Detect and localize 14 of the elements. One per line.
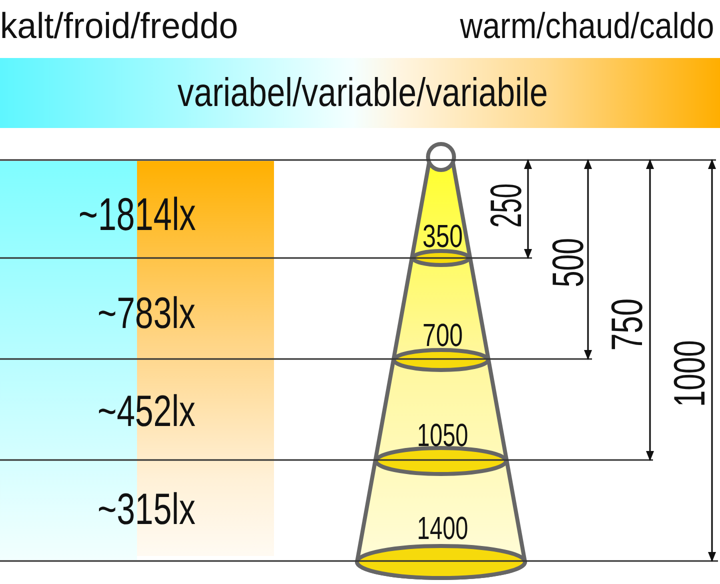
diameter-value: 350 xyxy=(422,224,462,250)
diameter-value: 700 xyxy=(422,323,462,349)
scale-end-label: kalt/froid/freddo xyxy=(0,12,238,40)
distance-value: 1000 xyxy=(672,340,708,407)
distance-value: 500 xyxy=(550,237,586,287)
distance-value: 250 xyxy=(488,182,524,228)
diameter-value: 1400 xyxy=(416,516,468,542)
gradient-band xyxy=(0,58,720,128)
illuminance-value: ~452lx xyxy=(96,394,195,429)
distance-value: 750 xyxy=(610,298,645,350)
scale-end-label: warm/chaud/caldo xyxy=(460,12,714,40)
illuminance-value: ~315lx xyxy=(96,492,195,527)
band-label: variabel/variable/variabile xyxy=(177,77,548,109)
diameter-value: 1050 xyxy=(416,423,468,449)
